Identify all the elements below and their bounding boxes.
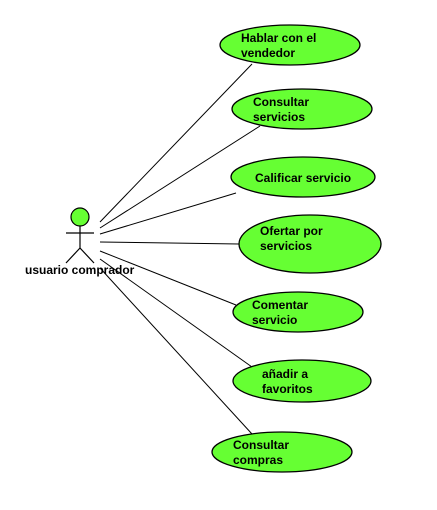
use-case-label-line: favoritos [262,382,313,396]
use-case-label-line: compras [233,453,284,467]
actor-right-leg [79,247,95,264]
use-case-ellipse [219,24,361,66]
association-line [99,250,237,306]
use-case-label-line: Ofertar por [260,224,323,238]
actor-label: usuario comprador [25,263,135,277]
use-case-ellipse [238,214,382,274]
association-line [99,192,237,235]
actor-figure [65,207,95,264]
use-case-label-line: Hablar con el [241,31,317,45]
use-case-label-line: añadir a [262,367,309,381]
association-line [99,125,261,229]
use-case-label-line: Consultar [253,95,310,109]
use-case-ellipse [232,291,364,333]
use-case-ellipse [211,431,353,473]
use-case-ellipse [232,359,372,403]
use-case-ellipse [231,88,373,130]
use-case-label-line: Consultar [233,438,290,452]
use-case-label-line: Comentar [252,298,309,312]
actor-head [70,207,90,227]
association-lines [99,63,261,435]
use-case-label-line: Calificar servicio [255,171,352,185]
association-line [99,241,240,245]
association-line [99,258,253,368]
use-case-label-line: servicios [253,110,306,124]
use-case-label-line: servicios [260,239,313,253]
actor-left-leg [65,247,81,264]
association-line [99,267,253,435]
use-case-label-line: servicio [252,313,298,327]
use-case-label: Calificar servicio [255,171,351,186]
association-line [99,63,253,223]
use-case-ellipses [211,24,382,473]
use-case-label-line: vendedor [241,46,296,60]
use-case-ellipse [230,156,376,198]
